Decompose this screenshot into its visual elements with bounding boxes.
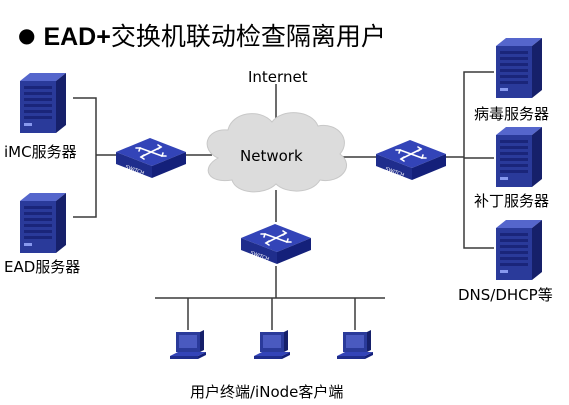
- ead-server-label: EAD服务器: [4, 258, 81, 276]
- title-text: 交换机联动检查隔离用户: [110, 22, 386, 51]
- network-switch-icon: [116, 138, 186, 178]
- cloud-icon: [206, 112, 347, 193]
- imc-server-label: iMC服务器: [4, 143, 77, 161]
- clients-label: 用户终端/iNode客户端: [190, 383, 344, 401]
- left-server-bus: [73, 97, 97, 218]
- slide-title: ● EAD+交换机联动检查隔离用户: [18, 19, 386, 53]
- server-tower-icon: [496, 220, 542, 280]
- desktop-computer-icon: [254, 330, 290, 359]
- server-tower-icon: [496, 127, 542, 187]
- connection-lines: [73, 71, 494, 330]
- dns-dhcp-label: DNS/DHCP等: [458, 286, 553, 304]
- internet-label: Internet: [248, 68, 308, 86]
- title-bullet: ●: [18, 23, 36, 47]
- server-tower-icon: [20, 73, 66, 133]
- virus-server-label: 病毒服务器: [474, 105, 550, 123]
- server-tower-icon: [20, 193, 66, 253]
- network-switch-icon: [241, 224, 311, 264]
- network-switch-icon: [376, 140, 446, 180]
- desktop-computer-icon: [170, 330, 206, 359]
- title-brand: EAD+: [43, 23, 111, 51]
- right-server-bus: [463, 71, 494, 249]
- network-label: Network: [240, 147, 303, 165]
- server-tower-icon: [496, 38, 542, 98]
- desktop-computer-icon: [337, 330, 373, 359]
- patch-server-label: 补丁服务器: [474, 192, 550, 210]
